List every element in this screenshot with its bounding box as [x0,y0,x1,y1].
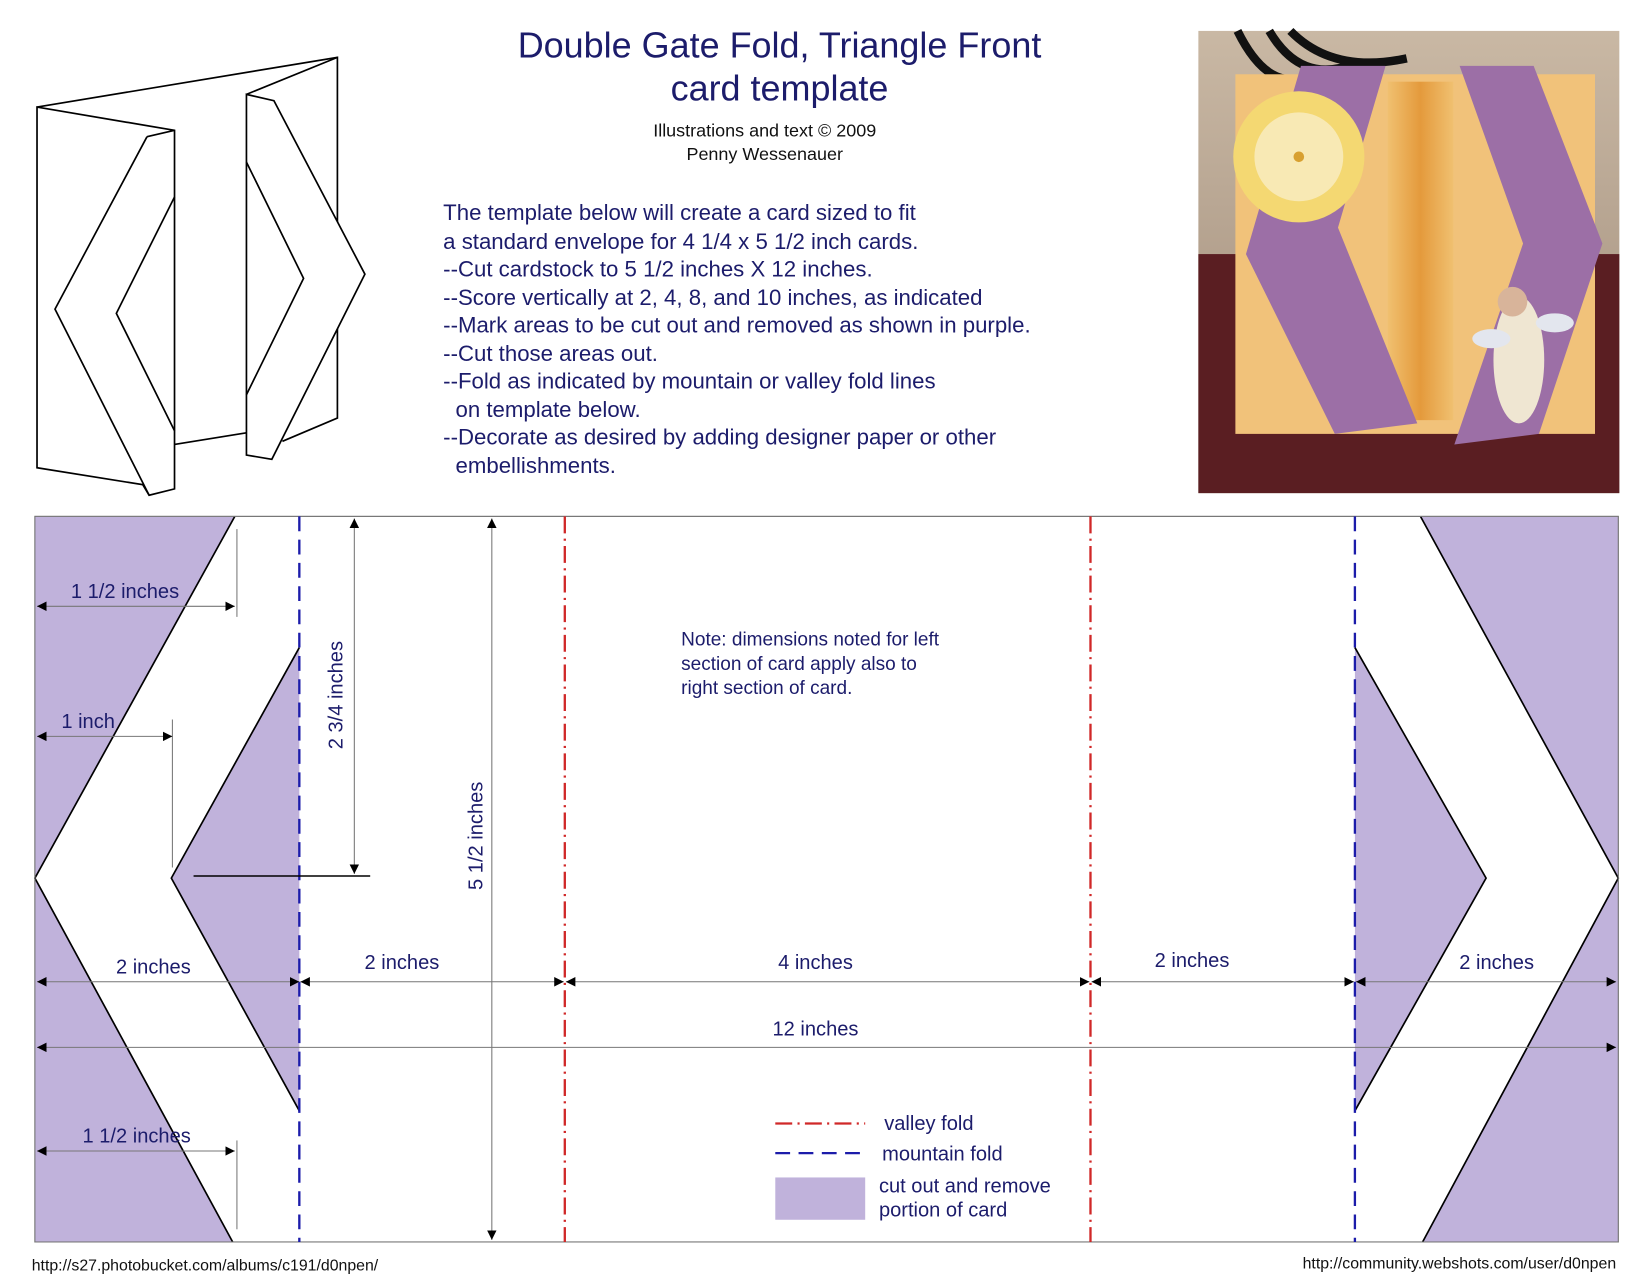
author-name: Penny Wessenauer [686,144,843,164]
dim-seg5: 2 inches [1459,952,1534,974]
instruction-line: embellishments. [443,453,616,478]
instruction-line: --Score vertically at 2, 4, 8, and 10 in… [443,285,982,310]
instruction-line: --Fold as indicated by mountain or valle… [443,368,935,393]
fairy-figure [1472,286,1574,424]
legend-valley-label: valley fold [884,1113,973,1135]
dim-seg4: 2 inches [1155,950,1230,972]
footer-left-url[interactable]: http://s27.photobucket.com/albums/c191/d… [32,1258,379,1275]
dim-card-height: 5 1/2 inches [465,782,487,890]
instruction-line: on template below. [443,397,641,422]
dim-top-width: 1 1/2 inches [71,581,179,603]
instruction-line: --Cut those areas out. [443,341,658,366]
cutout-inner-right [1354,647,1487,1111]
note: Note: dimensions noted for left section … [681,629,940,699]
page-title-line2: card template [671,68,889,109]
page-title: Double Gate Fold, Triangle Front [518,24,1042,65]
instruction-line: --Mark areas to be cut out and removed a… [443,312,1030,337]
paper-flower [1233,91,1365,223]
folded-card-illustration [36,56,366,497]
card-template-diagram: 1 1/2 inches 1 inch 2 3/4 inches 5 1/2 i… [33,515,1620,1243]
dim-seg3: 4 inches [778,952,853,974]
dimension-lines [37,518,1617,1240]
note-line: Note: dimensions noted for left [681,629,940,650]
legend-cut-label: cut out and remove [879,1175,1051,1197]
finished-card-photo [1198,27,1620,494]
instructions: The template below will create a card si… [443,200,1030,478]
legend-cut-label-2: portion of card [879,1200,1007,1222]
instruction-line: --Decorate as desired by adding designer… [443,424,997,449]
instruction-line: The template below will create a card si… [443,200,916,225]
legend-mountain-label: mountain fold [882,1144,1003,1166]
note-line: section of card apply also to [681,654,917,675]
legend: valley fold mountain fold cut out and re… [775,1113,1051,1222]
dim-inner-height: 2 3/4 inches [326,641,348,749]
note-line: right section of card. [681,678,852,699]
dim-seg2: 2 inches [365,952,440,974]
dim-inner-width: 1 inch [61,711,115,733]
credit-line: Illustrations and text © 2009 [653,121,876,141]
cutout-swatch [775,1177,866,1220]
instruction-line: --Cut cardstock to 5 1/2 inches X 12 inc… [443,256,872,281]
dim-seg1: 2 inches [116,956,191,978]
footer-right-url[interactable]: http://community.webshots.com/user/d0npe… [1303,1255,1617,1272]
dim-total: 12 inches [773,1019,859,1041]
dim-bottom-width: 1 1/2 inches [83,1126,191,1148]
instruction-line: a standard envelope for 4 1/4 x 5 1/2 in… [443,229,918,254]
cutout-inner-left [171,647,300,1111]
